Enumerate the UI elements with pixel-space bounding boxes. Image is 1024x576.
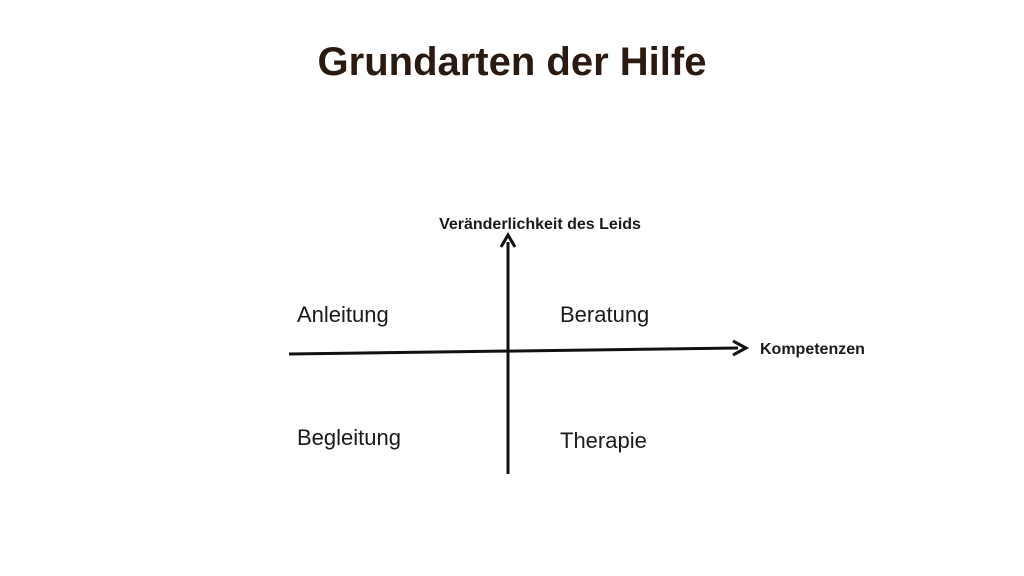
x-axis-line bbox=[288, 346, 739, 356]
y-axis-arrowhead bbox=[499, 232, 517, 248]
quadrant-therapie: Therapie bbox=[560, 428, 647, 453]
x-axis-label: Kompetenzen bbox=[760, 341, 865, 358]
quadrant-begleitung: Begleitung bbox=[297, 425, 401, 450]
x-axis-arrowhead bbox=[732, 339, 750, 357]
quadrant-beratung: Beratung bbox=[560, 302, 650, 327]
y-axis-label: Veränderlichkeit des Leids bbox=[439, 216, 641, 233]
quadrant-anleitung: Anleitung bbox=[297, 302, 389, 327]
slide-title: Grundarten der Hilfe bbox=[317, 40, 707, 84]
